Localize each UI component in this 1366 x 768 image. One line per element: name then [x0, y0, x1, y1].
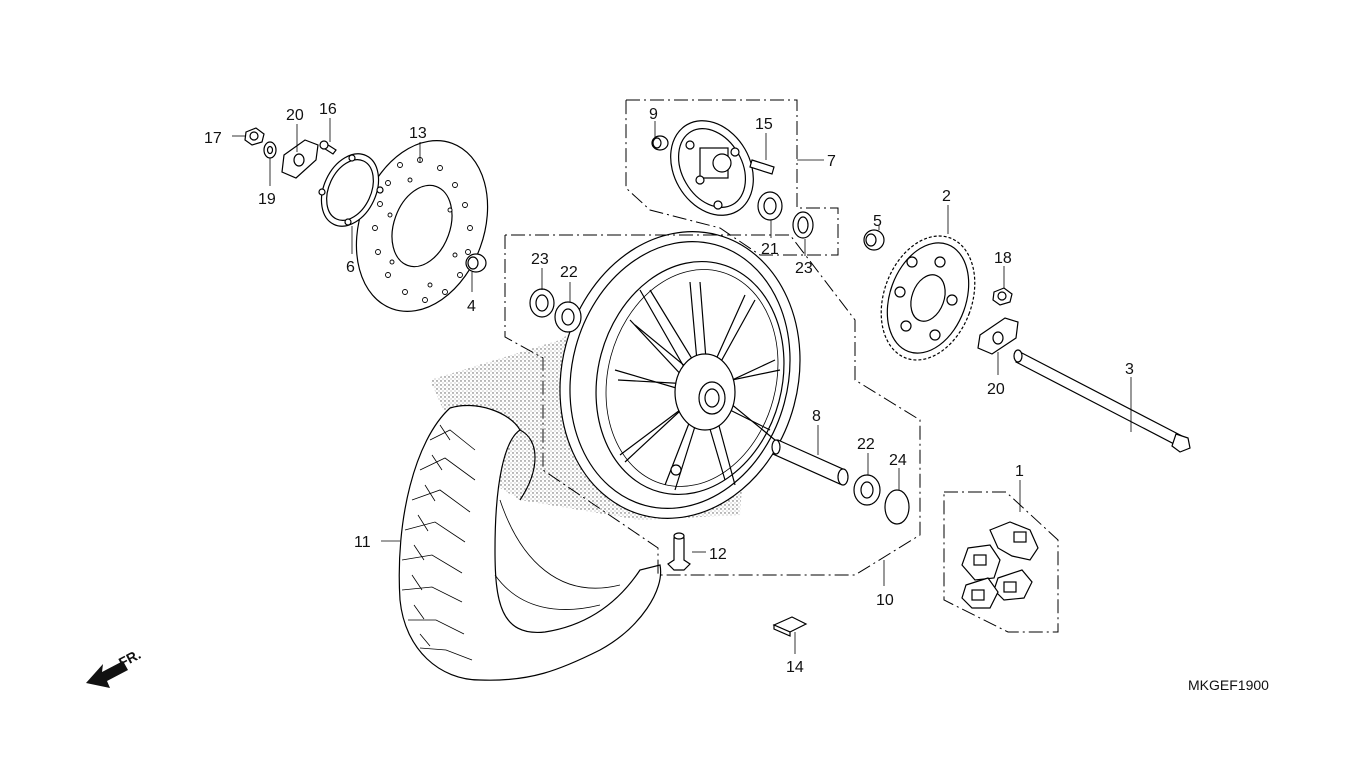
callout-7: 7: [827, 153, 836, 170]
clip-20-upper[interactable]: [281, 139, 319, 179]
leader-lines: [232, 118, 1132, 654]
callout-6: 6: [346, 259, 355, 276]
callout-18: 18: [994, 250, 1012, 267]
callout-2: 2: [942, 188, 951, 205]
final-driven-flange-part[interactable]: [654, 106, 770, 231]
brake-disc-part[interactable]: [334, 122, 511, 330]
callout-21: 21: [761, 241, 779, 258]
bearing-21[interactable]: [757, 191, 783, 221]
seal-23-upper[interactable]: [792, 211, 814, 239]
assembly-10-outline: [504, 234, 921, 576]
callout-labels: 1 2 3 4 5 6 7 8 9 10 11 12 13 14 15 16 1…: [204, 101, 1134, 676]
callout-22-right: 22: [857, 436, 875, 453]
wheel-damper-part[interactable]: [961, 521, 1039, 609]
assembly-7-outline: [625, 99, 839, 256]
callout-9: 9: [649, 106, 658, 123]
diagram-code: MKGEF1900: [1188, 677, 1269, 693]
front-direction-arrow-icon: FR.: [86, 646, 143, 688]
o-ring-24[interactable]: [884, 489, 910, 525]
callout-13: 13: [409, 125, 427, 142]
bolt-16[interactable]: [319, 140, 337, 155]
callout-5: 5: [873, 213, 882, 230]
callout-12: 12: [709, 546, 727, 563]
collar-5[interactable]: [863, 229, 885, 251]
nut-17[interactable]: [244, 127, 265, 146]
balance-weight-14[interactable]: [772, 616, 808, 637]
callout-4: 4: [467, 298, 476, 315]
callout-15: 15: [755, 116, 773, 133]
callout-19: 19: [258, 191, 276, 208]
callout-8: 8: [812, 408, 821, 425]
callout-14: 14: [786, 659, 804, 676]
driven-sprocket-part[interactable]: [865, 223, 991, 373]
tire-part[interactable]: [398, 404, 662, 681]
nut-18[interactable]: [992, 287, 1013, 306]
valve-12[interactable]: [667, 532, 691, 571]
sensor-ring-part[interactable]: [310, 145, 389, 236]
callout-17: 17: [204, 130, 222, 147]
callout-22-left: 22: [560, 264, 578, 281]
bearing-22-left[interactable]: [554, 301, 582, 333]
callout-23-left: 23: [531, 251, 549, 268]
callout-20-lower: 20: [987, 381, 1005, 398]
stud-15[interactable]: [749, 159, 775, 175]
callout-23-upper: 23: [795, 260, 813, 277]
callout-10: 10: [876, 592, 894, 609]
washer-19[interactable]: [263, 141, 277, 159]
callout-1: 1: [1015, 463, 1024, 480]
bearing-22-right[interactable]: [853, 474, 881, 506]
collar-9[interactable]: [651, 135, 669, 151]
callout-24: 24: [889, 452, 907, 469]
callout-3: 3: [1125, 361, 1134, 378]
callout-11: 11: [354, 534, 371, 551]
seal-23-left[interactable]: [529, 288, 555, 318]
collar-4[interactable]: [465, 253, 487, 273]
clip-20-lower[interactable]: [977, 317, 1019, 355]
assembly-1-outline: [943, 491, 1059, 633]
rear-axle-part[interactable]: [1013, 349, 1191, 453]
collar-8[interactable]: [771, 439, 849, 486]
callout-16: 16: [319, 101, 337, 118]
wheel-rim[interactable]: [528, 204, 831, 545]
callout-20-upper: 20: [286, 107, 304, 124]
